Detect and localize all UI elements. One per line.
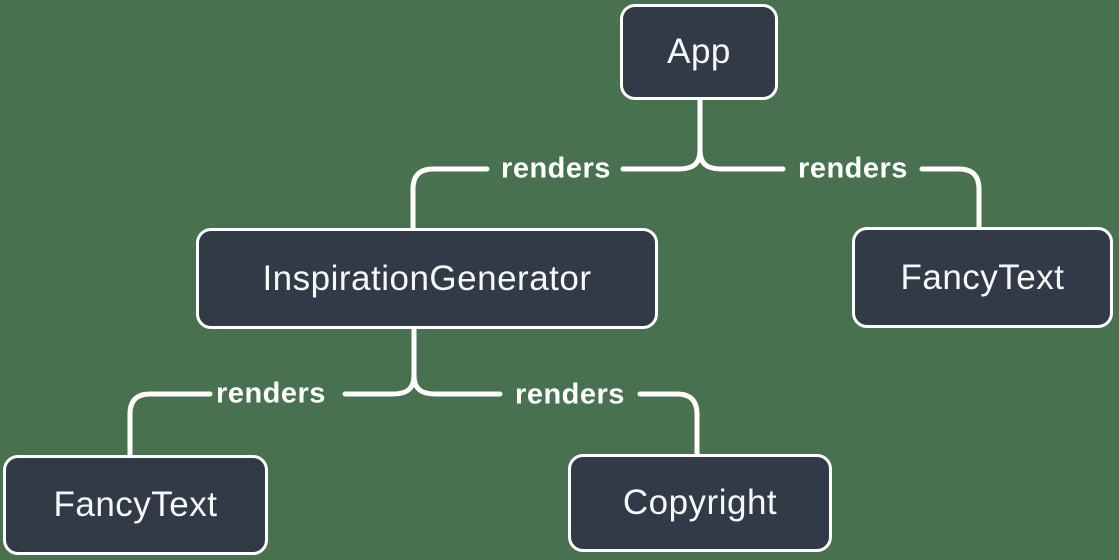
edge-inspirationgenerator-to-fancytext-segment-2 — [127, 391, 213, 460]
edge-inspirationgenerator-to-copyright-segment-2 — [637, 391, 700, 459]
node-inspiration-generator: InspirationGenerator — [196, 228, 658, 329]
edge-label-app-fancytext: renders — [798, 152, 908, 185]
edge-app-to-inspirationgenerator-segment-2 — [410, 166, 490, 233]
edge-inspirationgenerator-to-fancytext-segment-1 — [342, 326, 417, 397]
node-fancy-text-top: FancyText — [852, 227, 1113, 328]
edge-label-app-inspirationgenerator: renders — [501, 152, 611, 185]
edge-app-to-inspirationgenerator-segment-1 — [620, 97, 703, 172]
edge-label-inspirationgenerator-fancytext: renders — [216, 377, 326, 410]
node-app: App — [620, 4, 778, 100]
edge-label-inspirationgenerator-copyright: renders — [515, 378, 625, 411]
node-fancy-text-bottom: FancyText — [3, 455, 268, 555]
edge-app-to-fancytext-segment-2 — [919, 166, 982, 232]
node-fancy-text-top-label: FancyText — [900, 257, 1065, 297]
edge-app-to-fancytext-segment-1 — [697, 97, 786, 172]
edge-inspirationgenerator-to-copyright-segment-1 — [411, 326, 503, 397]
node-inspiration-generator-label: InspirationGenerator — [262, 258, 592, 298]
node-app-label: App — [667, 32, 731, 71]
node-fancy-text-bottom-label: FancyText — [53, 485, 218, 524]
node-copyright: Copyright — [568, 454, 832, 552]
node-copyright-label: Copyright — [622, 483, 778, 522]
